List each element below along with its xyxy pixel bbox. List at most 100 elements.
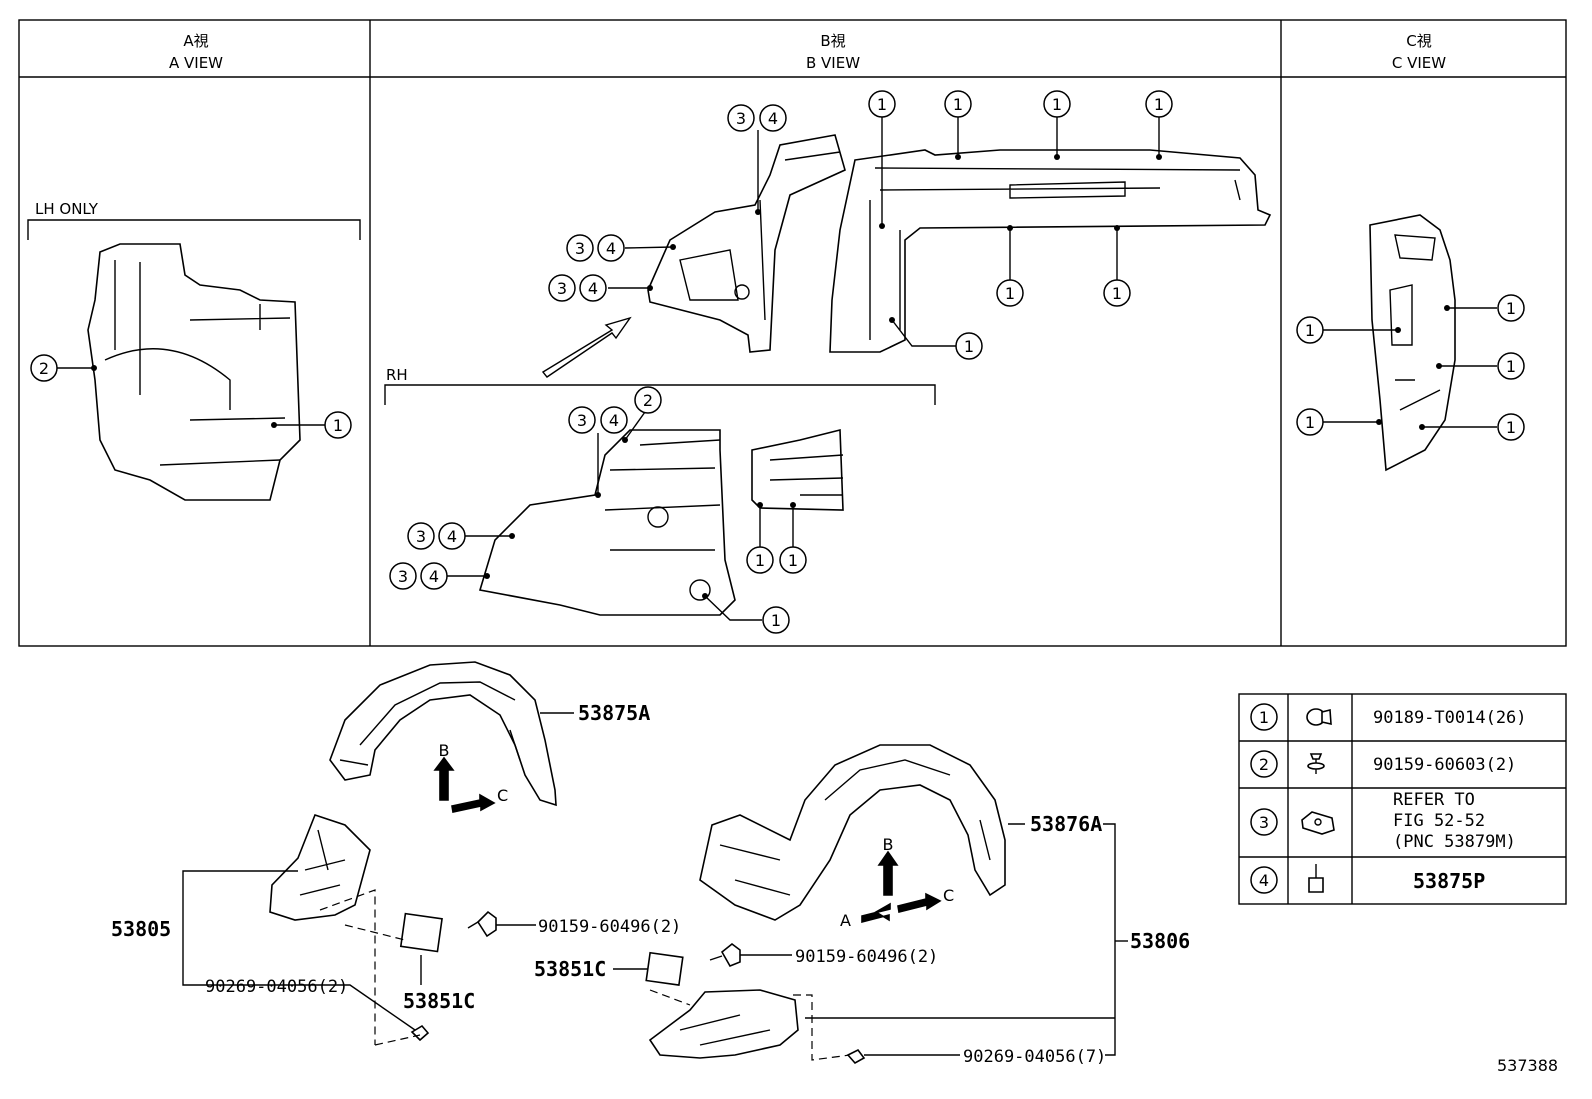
callout-3: 3 [389, 562, 417, 590]
arrow-label-b-rear: B [883, 835, 894, 854]
label-53805: 53805 [111, 917, 171, 941]
callout-circle [727, 104, 755, 132]
callout-number: 1 [1005, 284, 1015, 303]
callout-number: 1 [1305, 321, 1315, 340]
callout-circle [955, 332, 983, 360]
callout-circle [579, 274, 607, 302]
callout-1: 1 [1145, 90, 1173, 118]
callout-1: 1 [996, 279, 1024, 307]
callout-circle [1497, 352, 1525, 380]
callout-circle [1145, 90, 1173, 118]
callout-1: 1 [324, 411, 352, 439]
callout-number: 1 [788, 551, 798, 570]
callout-1: 1 [1103, 279, 1131, 307]
callout-circle [30, 354, 58, 382]
callout-number: 1 [1259, 708, 1269, 727]
callout-circle [1250, 866, 1278, 894]
label-53851C-left: 53851C [403, 989, 475, 1013]
label-bolt-left: 90269-04056(2) [205, 977, 348, 997]
label-53876A: 53876A [1030, 812, 1102, 836]
callout-circle [1043, 90, 1071, 118]
callout-1: 1 [762, 606, 790, 634]
callout-number: 1 [333, 416, 343, 435]
front-liner-53875A [329, 661, 574, 813]
callout-number: 1 [1154, 95, 1164, 114]
callout-4: 4 [438, 522, 466, 550]
callout-number: 2 [39, 359, 49, 378]
callout-number: 1 [755, 551, 765, 570]
callout-4: 4 [1250, 866, 1278, 894]
callout-circle [996, 279, 1024, 307]
callout-number: 3 [736, 109, 746, 128]
nut-icon [1301, 811, 1335, 835]
callout-circle [762, 606, 790, 634]
legend-row3-text-2: FIG 52-52 [1393, 811, 1485, 831]
callout-3: 3 [407, 522, 435, 550]
callout-4: 4 [759, 104, 787, 132]
callout-circle [420, 562, 448, 590]
figure-id: 537388 [1497, 1056, 1558, 1075]
left-bracket-53805 [182, 814, 536, 1046]
callout-number: 4 [606, 239, 616, 258]
a-view: LH ONLY [27, 200, 361, 501]
callout-circle [634, 386, 662, 414]
label-bolt-right: 90269-04056(7) [963, 1047, 1106, 1067]
callout-number: 3 [577, 411, 587, 430]
callout-3: 3 [566, 234, 594, 262]
callout-circle [1250, 703, 1278, 731]
callout-number: 3 [557, 279, 567, 298]
callout-4: 4 [600, 406, 628, 434]
callout-number: 4 [1259, 871, 1269, 890]
legend-row1-text: 90189-T0014(26) [1373, 708, 1527, 728]
callout-1: 1 [1497, 413, 1525, 441]
arrow-label-c-rear: C [943, 886, 954, 905]
callout-number: 3 [1259, 813, 1269, 832]
callout-1: 1 [1497, 294, 1525, 322]
callout-circle [759, 104, 787, 132]
callout-1: 1 [746, 546, 774, 574]
callout-number: 3 [416, 527, 426, 546]
lh-only-note: LH ONLY [35, 200, 99, 218]
callout-number: 1 [964, 337, 974, 356]
callout-number: 2 [1259, 755, 1269, 774]
callout-circle [779, 546, 807, 574]
callout-number: 1 [1506, 418, 1516, 437]
callout-circle [1497, 413, 1525, 441]
b-view-title-jp: B視 [820, 32, 845, 50]
callout-circle [597, 234, 625, 262]
callout-3: 3 [1250, 808, 1278, 836]
callout-1: 1 [779, 546, 807, 574]
callout-3: 3 [568, 406, 596, 434]
view-frame [18, 19, 1567, 647]
callout-circle [1296, 316, 1324, 344]
callout-2: 2 [30, 354, 58, 382]
callout-3: 3 [727, 104, 755, 132]
c-view-title-jp: C視 [1406, 32, 1431, 50]
callout-1: 1 [1043, 90, 1071, 118]
arrow-label-c-front: C [497, 786, 508, 805]
callout-number: 1 [953, 95, 963, 114]
rear-liner-53876A [699, 744, 1025, 924]
a-view-title-en: A VIEW [169, 54, 223, 72]
callout-circle [1296, 408, 1324, 436]
legend-table: 90189-T0014(26) 90159-60603(2) REFER TO … [1238, 693, 1567, 905]
callout-number: 1 [1506, 357, 1516, 376]
callout-4: 4 [597, 234, 625, 262]
label-53875A: 53875A [578, 701, 650, 725]
callout-1: 1 [868, 90, 896, 118]
callout-circle [868, 90, 896, 118]
callout-circle [1250, 808, 1278, 836]
arrow-label-a-rear: A [840, 911, 851, 930]
b-view: RH [384, 117, 1272, 621]
callout-1: 1 [1296, 316, 1324, 344]
callout-circle [548, 274, 576, 302]
b-view-title-en: B VIEW [806, 54, 860, 72]
legend-row4-text: 53875P [1413, 869, 1485, 893]
callout-1: 1 [955, 332, 983, 360]
callout-number: 1 [877, 95, 887, 114]
callout-number: 1 [1305, 413, 1315, 432]
callout-4: 4 [579, 274, 607, 302]
callout-circle [389, 562, 417, 590]
callout-3: 3 [548, 274, 576, 302]
c-view [1322, 214, 1497, 472]
